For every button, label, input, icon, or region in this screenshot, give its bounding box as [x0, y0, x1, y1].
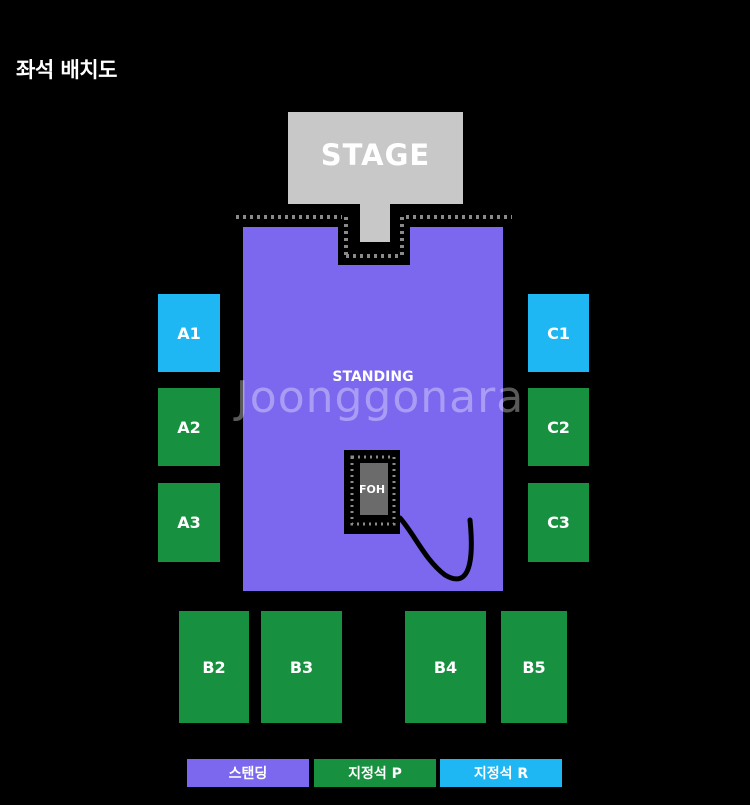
legend-seat-r: 지정석 R	[440, 759, 562, 787]
foh-console	[360, 463, 388, 515]
section-c2[interactable]: C2	[528, 388, 589, 466]
foh-label: FOH	[358, 483, 386, 496]
section-label: C1	[547, 323, 570, 343]
section-label: B4	[433, 657, 458, 677]
section-label: B2	[202, 657, 226, 677]
section-label: C2	[547, 417, 570, 437]
section-c1[interactable]: C1	[528, 294, 589, 372]
watermark: Joonggonara	[235, 372, 525, 423]
section-label: A1	[177, 323, 201, 343]
section-b3[interactable]: B3	[261, 611, 342, 723]
section-label: B3	[289, 657, 314, 677]
section-label: A2	[177, 417, 201, 437]
legend-standing: 스탠딩	[187, 759, 309, 787]
section-label: B5	[522, 657, 546, 677]
legend-label: 지정석 P	[348, 766, 402, 782]
stage	[288, 112, 463, 204]
section-a1[interactable]: A1	[158, 294, 220, 372]
standing-label: STANDING	[332, 369, 414, 385]
section-a2[interactable]: A2	[158, 388, 220, 466]
section-b5[interactable]: B5	[501, 611, 567, 723]
legend-label: 지정석 R	[473, 766, 529, 782]
stage-runway	[360, 200, 390, 242]
legend-label: 스탠딩	[228, 766, 268, 782]
section-label: A3	[177, 513, 201, 532]
section-label: C3	[547, 513, 570, 532]
section-b2[interactable]: B2	[179, 611, 249, 723]
page-title: 좌석 배치도	[16, 58, 117, 82]
legend-seat-p: 지정석 P	[314, 759, 436, 787]
section-c3[interactable]: C3	[528, 483, 589, 562]
section-a3[interactable]: A3	[158, 483, 220, 562]
stage-label: STAGE	[320, 138, 431, 172]
section-b4[interactable]: B4	[405, 611, 486, 723]
